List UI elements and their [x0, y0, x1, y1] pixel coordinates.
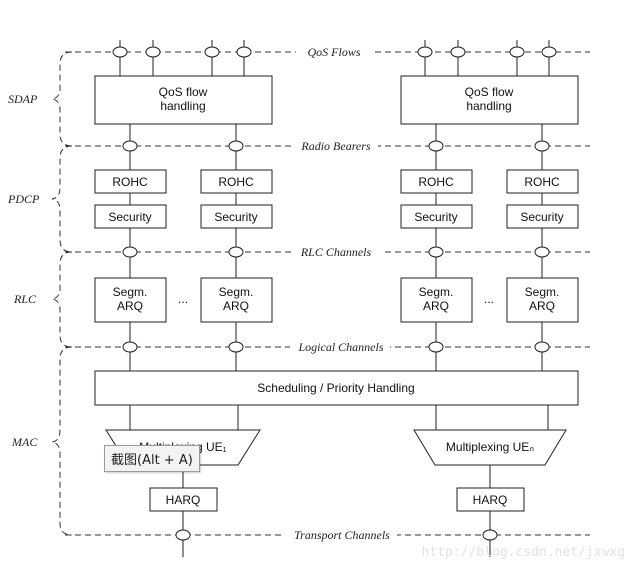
- arq-label-4: ARQ: [529, 299, 555, 313]
- rohc-box-1: [94, 169, 167, 194]
- multiplexing-uen-label: Multiplexing UEₙ: [446, 440, 534, 454]
- pdcp-brace: [51, 145, 73, 253]
- segm-label-2: Segm.: [219, 285, 254, 299]
- radio-bearer-ports: [122, 140, 550, 152]
- security-box-2: [200, 204, 273, 229]
- rohc-box-2: [200, 169, 273, 194]
- mux-connectors: [129, 405, 549, 557]
- scheduling-label: Scheduling / Priority Handling: [257, 381, 414, 395]
- segm-arq-box-3: [400, 277, 473, 323]
- qos-box-right-line2: handling: [466, 99, 511, 113]
- rohc-label-4: ROHC: [524, 175, 560, 189]
- segm-label-1: Segm.: [113, 285, 148, 299]
- rohc-box-4: [506, 169, 579, 194]
- ellipsis-left: ...: [178, 292, 188, 306]
- screenshot-tooltip: 截图(Alt + A): [104, 445, 200, 472]
- sdap-label: SDAP: [8, 92, 38, 106]
- qos-flows-label: QoS Flows: [307, 45, 360, 59]
- segm-label-3: Segm.: [419, 285, 454, 299]
- rohc-label-1: ROHC: [112, 175, 148, 189]
- harq-box-left: [149, 487, 218, 512]
- logical-channel-ports: [122, 341, 550, 353]
- segm-label-4: Segm.: [525, 285, 560, 299]
- segm-arq-box-1: [94, 277, 167, 323]
- arq-label-3: ARQ: [423, 299, 449, 313]
- mac-brace: [51, 346, 73, 536]
- arq-label-1: ARQ: [117, 299, 143, 313]
- security-label-3: Security: [414, 210, 457, 224]
- segm-arq-box-2: [200, 277, 273, 323]
- security-label-1: Security: [108, 210, 151, 224]
- transport-channels-label: Transport Channels: [294, 528, 390, 542]
- rlc-label: RLC: [13, 292, 37, 306]
- sdap-brace: [51, 51, 73, 147]
- scheduling-box: [94, 370, 579, 406]
- security-label-2: Security: [214, 210, 257, 224]
- qos-box-left-line1: QoS flow: [159, 85, 208, 99]
- rohc-label-3: ROHC: [418, 175, 454, 189]
- rohc-box-3: [400, 169, 473, 194]
- rlc-brace: [51, 251, 73, 348]
- arq-label-2: ARQ: [223, 299, 249, 313]
- harq-label-right: HARQ: [473, 493, 508, 507]
- harq-box-right: [456, 487, 525, 512]
- segm-arq-box-4: [506, 277, 579, 323]
- qos-flow-ports: [112, 46, 557, 58]
- security-box-3: [400, 204, 473, 229]
- transport-channel-ports: [175, 529, 498, 541]
- multiplexing-uen-box: [413, 429, 567, 466]
- qos-flow-connectors: [119, 40, 550, 76]
- mac-label: MAC: [11, 435, 38, 449]
- radio-bearers-label: Radio Bearers: [300, 139, 371, 153]
- qos-flow-handling-left: [94, 75, 273, 125]
- logical-channels-label: Logical Channels: [297, 340, 383, 354]
- security-box-4: [506, 204, 579, 229]
- rlc-channels-label: RLC Channels: [300, 245, 372, 259]
- rohc-label-2: ROHC: [218, 175, 254, 189]
- watermark: http://blog.csdn.net/jxwxg: [421, 545, 626, 560]
- ellipsis-right: ...: [484, 292, 494, 306]
- pdcp-label: PDCP: [7, 192, 40, 206]
- qos-box-left-line2: handling: [160, 99, 205, 113]
- qos-box-right-line1: QoS flow: [465, 85, 514, 99]
- security-label-4: Security: [520, 210, 563, 224]
- qos-flow-handling-right: [400, 75, 579, 125]
- security-box-1: [94, 204, 167, 229]
- rlc-channel-ports: [122, 246, 550, 258]
- harq-label-left: HARQ: [166, 493, 201, 507]
